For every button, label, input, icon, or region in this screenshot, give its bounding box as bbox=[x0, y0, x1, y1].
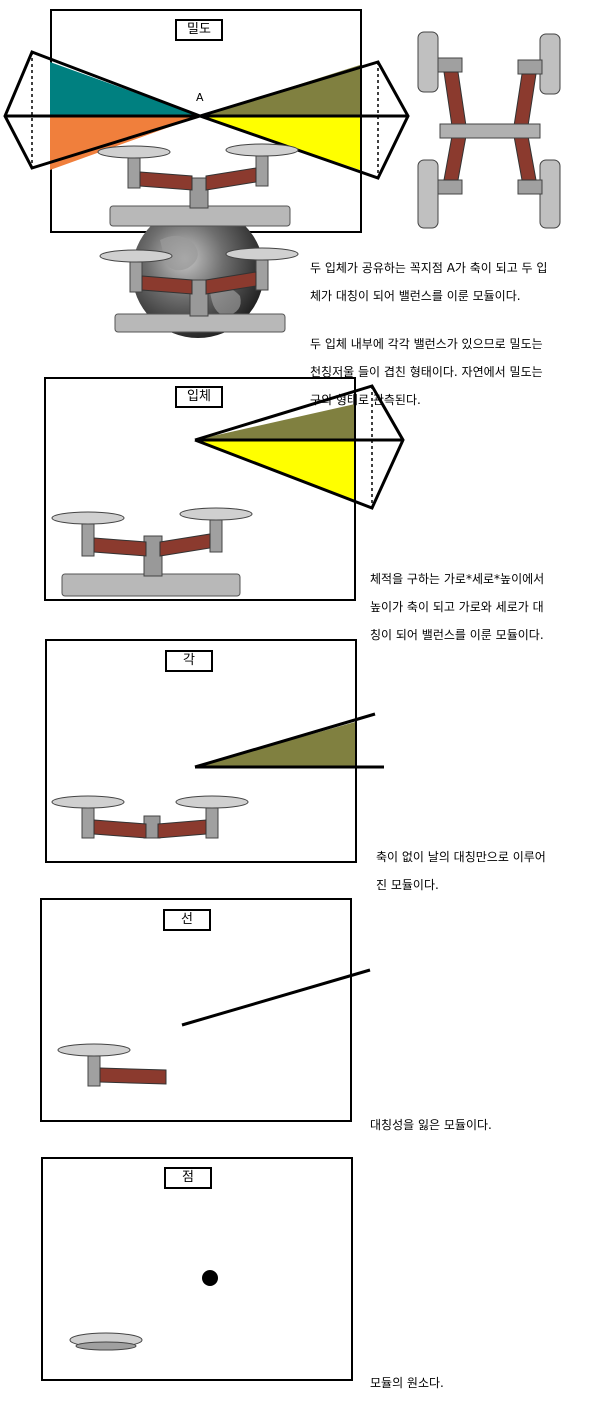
angle-title: 각 bbox=[165, 650, 213, 672]
density-double-cone bbox=[3, 50, 410, 180]
scale-point bbox=[69, 1332, 143, 1351]
scale-angle bbox=[51, 795, 249, 839]
point-title: 점 bbox=[164, 1167, 212, 1189]
solid-frame bbox=[44, 377, 356, 601]
angle-description: 축이 없이 날의 대칭만으로 이루어 진 모듈이다. bbox=[376, 850, 546, 892]
point-a-label: A bbox=[196, 91, 204, 104]
line-title: 선 bbox=[163, 909, 211, 931]
angle-wedge bbox=[194, 712, 384, 769]
scale-density-bottom bbox=[99, 247, 299, 333]
scale-line bbox=[57, 1043, 167, 1087]
line-description: 대칭성을 잃은 모듈이다. bbox=[370, 1118, 492, 1132]
point-description: 모듈의 원소다. bbox=[370, 1376, 444, 1390]
angle-frame bbox=[45, 639, 357, 863]
single-line bbox=[181, 968, 371, 1027]
solid-cone bbox=[194, 384, 405, 510]
solid-title: 입체 bbox=[175, 386, 223, 408]
scale-density-top bbox=[97, 143, 299, 227]
point-frame bbox=[41, 1157, 353, 1381]
single-point bbox=[202, 1270, 218, 1286]
earth-globe bbox=[132, 206, 264, 338]
orange-wedge bbox=[50, 116, 200, 170]
scale-top-view bbox=[417, 31, 561, 229]
scale-solid bbox=[51, 507, 253, 597]
density-title: 밀도 bbox=[175, 19, 223, 41]
density-description: 두 입체가 공유하는 꼭지점 A가 축이 되고 두 입 체가 대칭이 되어 밸런… bbox=[310, 261, 548, 407]
solid-description: 체적을 구하는 가로*세로*높이에서 높이가 축이 되고 가로와 세로가 대 칭… bbox=[370, 572, 545, 642]
line-frame bbox=[40, 898, 352, 1122]
